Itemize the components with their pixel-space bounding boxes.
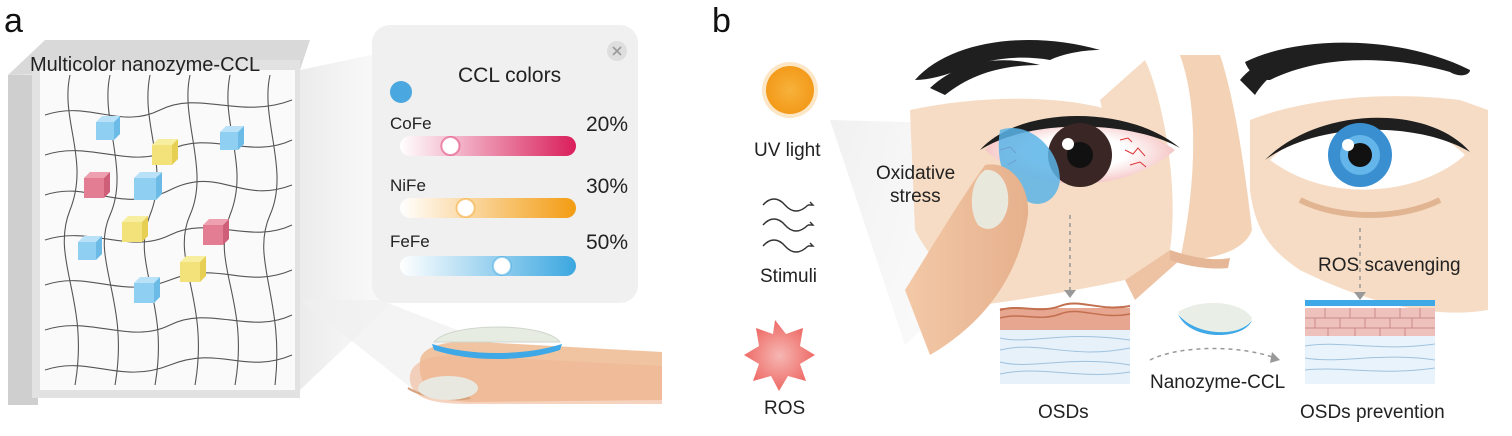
sun-icon	[762, 62, 818, 118]
slider-percent-fefe: 50%	[586, 231, 629, 254]
slider-percent-nife: 30%	[586, 175, 629, 198]
card-title: CCL colors	[458, 64, 562, 87]
slider-label-cofe: CoFe	[390, 114, 432, 133]
slider-track-fefe[interactable]	[400, 256, 576, 276]
ros-scavenging-label: ROS scavenging	[1318, 255, 1461, 276]
finger-a	[407, 341, 662, 404]
slider-knob-nife[interactable]	[455, 198, 476, 218]
slider-label-nife: NiFe	[390, 176, 426, 195]
osds-label: OSDs	[1038, 402, 1089, 423]
panel-a-letter: a	[4, 2, 23, 40]
slider-group	[400, 136, 576, 276]
panel-b-letter: b	[712, 2, 731, 40]
slider-track-cofe[interactable]	[400, 136, 576, 156]
tissue-osds	[999, 302, 1131, 384]
right-eye-healthy	[1265, 117, 1470, 218]
contact-lens-a	[432, 326, 562, 359]
waves-icon	[762, 198, 815, 253]
lens-dot-icon	[390, 81, 412, 103]
oxidative-stress-line2: stress	[890, 186, 941, 207]
slider-knob-cofe[interactable]	[440, 136, 461, 156]
osds-prevention-label: OSDs prevention	[1300, 402, 1445, 423]
slider-label-fefe: FeFe	[390, 232, 430, 251]
eyebrows	[915, 40, 1470, 95]
ros-star-icon	[744, 320, 815, 391]
oxidative-stress-line1: Oxidative	[876, 163, 956, 184]
dashed-arrows	[1069, 215, 1361, 361]
finger-b	[905, 164, 1029, 355]
tissue-osds-prevention	[1304, 300, 1436, 384]
nanozyme-ccl-label: Nanozyme-CCL	[1150, 372, 1286, 393]
ccl-colors-card	[372, 25, 638, 303]
nanozyme-cube	[8, 40, 310, 405]
slider-track-nife[interactable]	[400, 198, 576, 218]
slider-knob-fefe[interactable]	[492, 256, 512, 276]
uv-light-label: UV light	[754, 140, 821, 161]
slider-percent-cofe: 20%	[586, 113, 629, 136]
ros-label: ROS	[764, 398, 806, 419]
cube-label: Multicolor nanozyme-CCL	[30, 54, 261, 76]
nanozyme-lens-b	[1178, 302, 1252, 333]
stimuli-label: Stimuli	[760, 266, 818, 287]
